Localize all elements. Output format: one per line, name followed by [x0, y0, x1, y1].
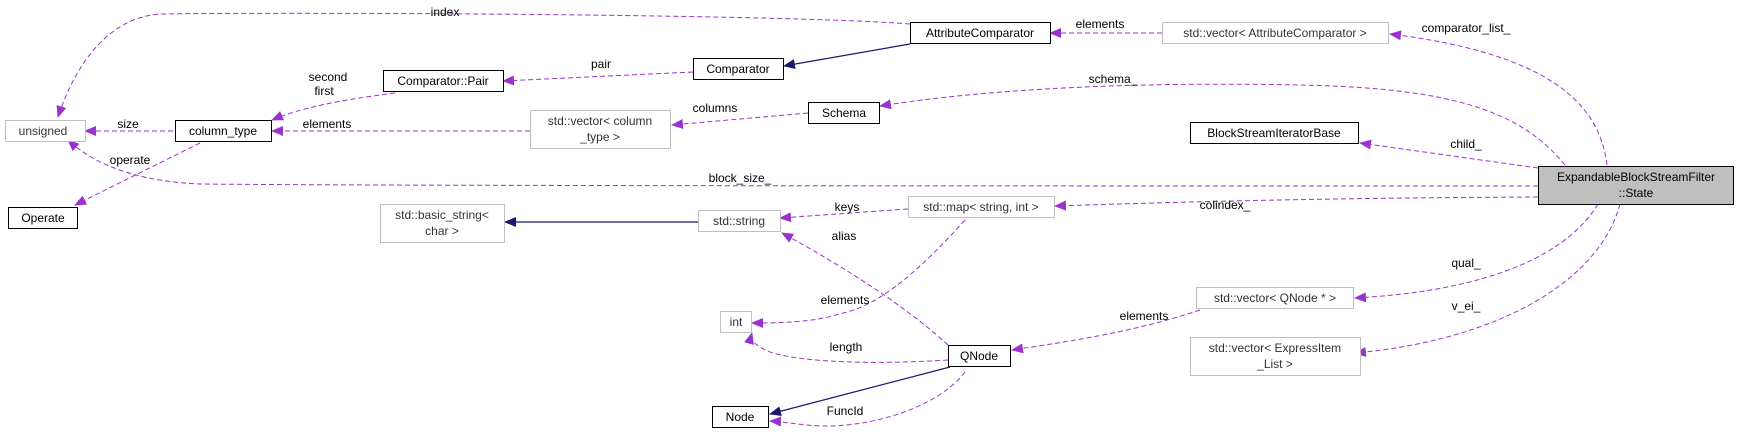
node-vector-column-type-label-1: std::vector< column	[548, 114, 652, 128]
node-std-string[interactable]: std::string	[698, 210, 781, 232]
edge-index	[56, 12, 911, 118]
node-basic-string-label-2: char >	[425, 224, 459, 238]
node-vector-attribute-comparator-label: std::vector< AttributeComparator >	[1183, 26, 1366, 40]
edge-length	[744, 332, 949, 363]
node-attribute-comparator-label: AttributeComparator	[926, 26, 1034, 40]
node-comparator[interactable]: Comparator	[693, 58, 784, 80]
edge-pair	[502, 71, 694, 86]
node-std-string-label: std::string	[713, 214, 765, 228]
node-operate[interactable]: Operate	[8, 207, 78, 229]
node-attribute-comparator[interactable]: AttributeComparator	[910, 22, 1051, 44]
node-vector-qnode[interactable]: std::vector< QNode * >	[1196, 287, 1354, 309]
edges	[56, 12, 1621, 427]
label-pair: pair	[591, 57, 611, 71]
label-schema: schema_	[1089, 72, 1138, 86]
edge-colindex	[1054, 196, 1539, 211]
node-vector-express-item-label-2: _List >	[1256, 357, 1293, 371]
edge-schema	[879, 83, 1566, 166]
edge-elements-int	[751, 219, 966, 328]
node-comparator-pair-label: Comparator::Pair	[397, 74, 488, 88]
node-schema[interactable]: Schema	[808, 102, 880, 124]
label-second: second	[309, 70, 348, 84]
edge-elements-qnode	[1011, 309, 1201, 354]
edge-block-size	[67, 139, 1539, 187]
label-child: child_	[1450, 137, 1482, 151]
label-funcid: FuncId	[827, 404, 864, 418]
node-column-type-label: column_type	[189, 124, 257, 138]
label-keys: keys	[835, 200, 860, 214]
node-basic-string[interactable]: std::basic_string< char >	[380, 204, 505, 243]
edge-operate	[74, 142, 201, 206]
nodes: unsigned Operate column_type Comparator:…	[5, 22, 1734, 428]
edge-columns	[671, 112, 809, 130]
node-state-label-1: ExpandableBlockStreamFilter	[1557, 170, 1715, 184]
edge-v-ei	[1354, 203, 1621, 357]
edge-qual	[1354, 203, 1599, 303]
node-vector-attribute-comparator[interactable]: std::vector< AttributeComparator >	[1162, 22, 1389, 44]
node-vector-express-item[interactable]: std::vector< ExpressItem _List >	[1190, 337, 1361, 376]
node-comparator-pair[interactable]: Comparator::Pair	[383, 70, 504, 92]
node-std-map-label: std::map< string, int >	[923, 200, 1038, 214]
label-size: size	[117, 117, 139, 131]
node-int-label: int	[730, 315, 743, 329]
label-v-ei: v_ei_	[1452, 299, 1481, 313]
edge-inherit-comparator	[783, 43, 911, 70]
label-qual: qual_	[1451, 256, 1481, 270]
node-block-stream-iterator-base-label: BlockStreamIteratorBase	[1207, 126, 1341, 140]
node-node-label: Node	[726, 410, 755, 424]
label-elements-int: elements	[821, 293, 870, 307]
node-column-type[interactable]: column_type	[175, 120, 272, 142]
node-vector-column-type-label-2: _type >	[579, 130, 620, 144]
node-vector-qnode-label: std::vector< QNode * >	[1214, 291, 1336, 305]
node-qnode[interactable]: QNode	[948, 345, 1011, 367]
edge-alias	[781, 232, 949, 346]
node-unsigned-label: unsigned	[19, 124, 68, 138]
edge-labels: index elements comparator_list_ pair sec…	[110, 5, 1511, 418]
edge-comparator-list	[1389, 30, 1608, 166]
label-elements-col: elements	[303, 117, 352, 131]
node-basic-string-label-1: std::basic_string<	[395, 208, 489, 222]
node-comparator-label: Comparator	[706, 62, 769, 76]
edge-funcid	[769, 371, 966, 427]
node-block-stream-iterator-base[interactable]: BlockStreamIteratorBase	[1190, 122, 1359, 144]
node-std-map[interactable]: std::map< string, int >	[908, 196, 1055, 218]
edge-inherit-node	[769, 366, 951, 417]
node-operate-label: Operate	[21, 211, 65, 225]
node-int[interactable]: int	[720, 311, 752, 333]
node-state-label-2: ::State	[1619, 186, 1654, 200]
label-colindex: colindex_	[1200, 198, 1251, 212]
label-alias: alias	[832, 229, 857, 243]
node-node[interactable]: Node	[712, 406, 769, 428]
node-schema-label: Schema	[822, 106, 866, 120]
label-first: first	[314, 84, 334, 98]
node-vector-express-item-label-1: std::vector< ExpressItem	[1209, 341, 1341, 355]
label-length: length	[830, 340, 863, 354]
edge-child	[1359, 139, 1539, 169]
label-columns: columns	[693, 101, 738, 115]
edge-second-first	[271, 92, 396, 121]
edge-keys	[779, 208, 909, 223]
node-qnode-label: QNode	[960, 349, 998, 363]
label-operate: operate	[110, 153, 151, 167]
node-state[interactable]: ExpandableBlockStreamFilter ::State	[1538, 166, 1734, 205]
label-elements-qnode: elements	[1120, 309, 1169, 323]
label-index: index	[431, 5, 460, 19]
node-vector-column-type[interactable]: std::vector< column _type >	[530, 110, 671, 149]
label-elements-attr: elements	[1076, 17, 1125, 31]
label-comparator-list: comparator_list_	[1422, 21, 1511, 35]
node-unsigned[interactable]: unsigned	[5, 120, 86, 142]
label-block-size: block_size_	[709, 171, 772, 185]
